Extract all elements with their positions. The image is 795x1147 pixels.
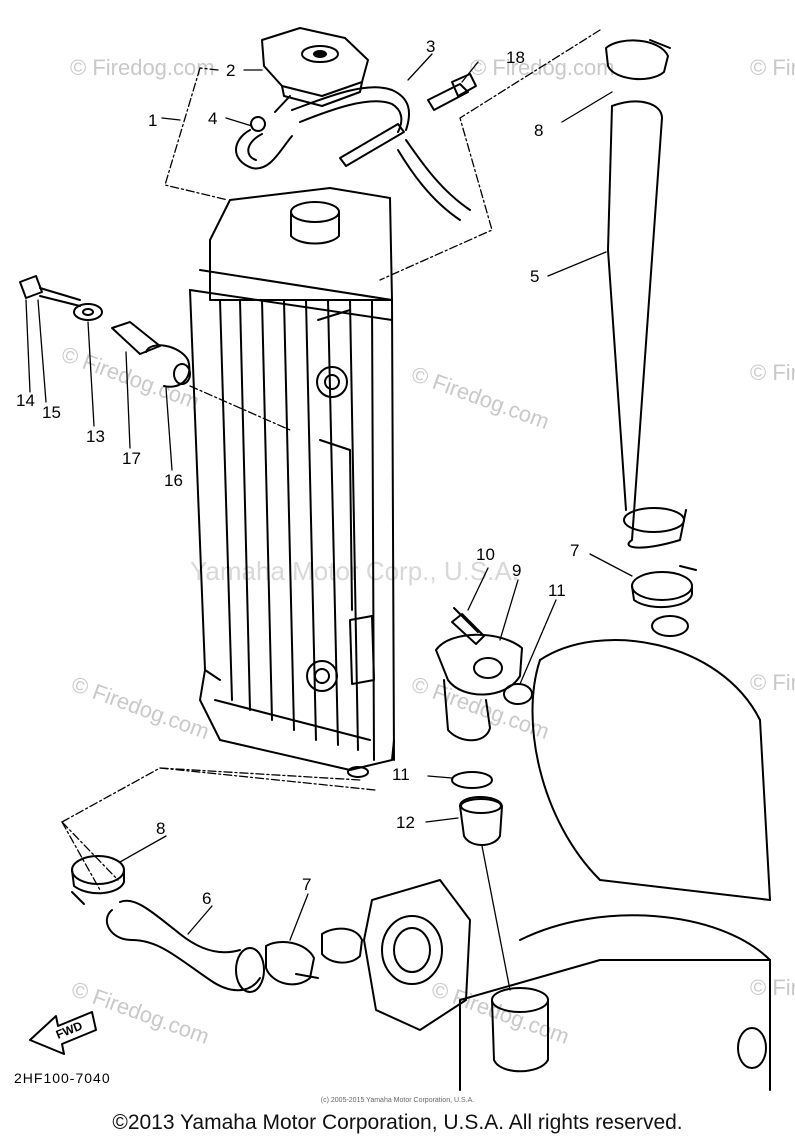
leader-lines bbox=[61, 29, 601, 891]
callout-8-bottom: 8 bbox=[156, 819, 165, 838]
watermark-site: © Firedog.com bbox=[68, 671, 212, 744]
watermark-site: © Firedog.com bbox=[428, 976, 572, 1049]
callout-16: 16 bbox=[164, 471, 183, 490]
upper-hose bbox=[605, 39, 687, 549]
callout-15: 15 bbox=[42, 403, 61, 422]
callout-5: 5 bbox=[530, 267, 539, 286]
watermark-site: © Firedog.com bbox=[470, 55, 615, 80]
watermark-site: © Firedog.com bbox=[750, 975, 795, 1000]
callout-9: 9 bbox=[512, 561, 521, 580]
lower-hose bbox=[71, 855, 319, 993]
callout-17: 17 bbox=[122, 449, 141, 468]
callout-13: 13 bbox=[86, 427, 105, 446]
callout-3: 3 bbox=[426, 37, 435, 56]
callout-10: 10 bbox=[476, 545, 495, 564]
hose-band bbox=[427, 73, 477, 111]
callout-6: 6 bbox=[202, 889, 211, 908]
radiator bbox=[189, 187, 395, 778]
fwd-arrow-icon bbox=[29, 1011, 97, 1055]
callout-7-right: 7 bbox=[570, 541, 579, 560]
watermark-site: © Firedog.com bbox=[750, 55, 795, 80]
callout-1: 1 bbox=[148, 111, 157, 130]
radiator-cap bbox=[261, 27, 369, 113]
o-ring-collar bbox=[451, 771, 503, 846]
mount-hardware bbox=[19, 275, 191, 388]
small-copyright: (c) 2005-2015 Yamaha Motor Corporation, … bbox=[320, 1097, 475, 1104]
callout-18: 18 bbox=[506, 48, 525, 67]
callout-4: 4 bbox=[208, 109, 217, 128]
watermark-site: © Firedog.com bbox=[750, 670, 795, 695]
callout-labels: 2 3 18 1 4 8 5 14 15 13 17 16 7 10 9 11 … bbox=[16, 37, 579, 908]
callout-14: 14 bbox=[16, 391, 35, 410]
watermark-site: © Firedog.com bbox=[408, 361, 552, 434]
overflow-hose-small bbox=[235, 116, 293, 170]
callout-11-lower: 11 bbox=[392, 765, 410, 784]
watermarks: © Firedog.com © Firedog.com © Firedog.co… bbox=[58, 55, 795, 1049]
callout-7-bottom: 7 bbox=[302, 875, 311, 894]
fwd-label: FWD bbox=[54, 1018, 85, 1041]
watermark-site: © Firedog.com bbox=[70, 55, 215, 80]
water-pipe-elbow bbox=[435, 607, 533, 742]
watermark-site: © Firedog.com bbox=[408, 671, 552, 744]
callout-2: 2 bbox=[226, 61, 235, 80]
part-code: 2HF100-7040 bbox=[14, 1070, 111, 1086]
callout-12: 12 bbox=[396, 813, 415, 832]
engine-cover bbox=[459, 615, 771, 1091]
copyright-notice: ©2013 Yamaha Motor Corporation, U.S.A. A… bbox=[112, 1111, 683, 1134]
callout-leaders bbox=[25, 53, 633, 991]
watermark-site: © Firedog.com bbox=[750, 360, 795, 385]
callout-8-top: 8 bbox=[534, 121, 543, 140]
water-pump-housing bbox=[321, 879, 471, 1031]
hose-clamp bbox=[631, 565, 697, 609]
callout-11-upper: 11 bbox=[548, 581, 566, 600]
overflow-hose bbox=[291, 86, 471, 221]
